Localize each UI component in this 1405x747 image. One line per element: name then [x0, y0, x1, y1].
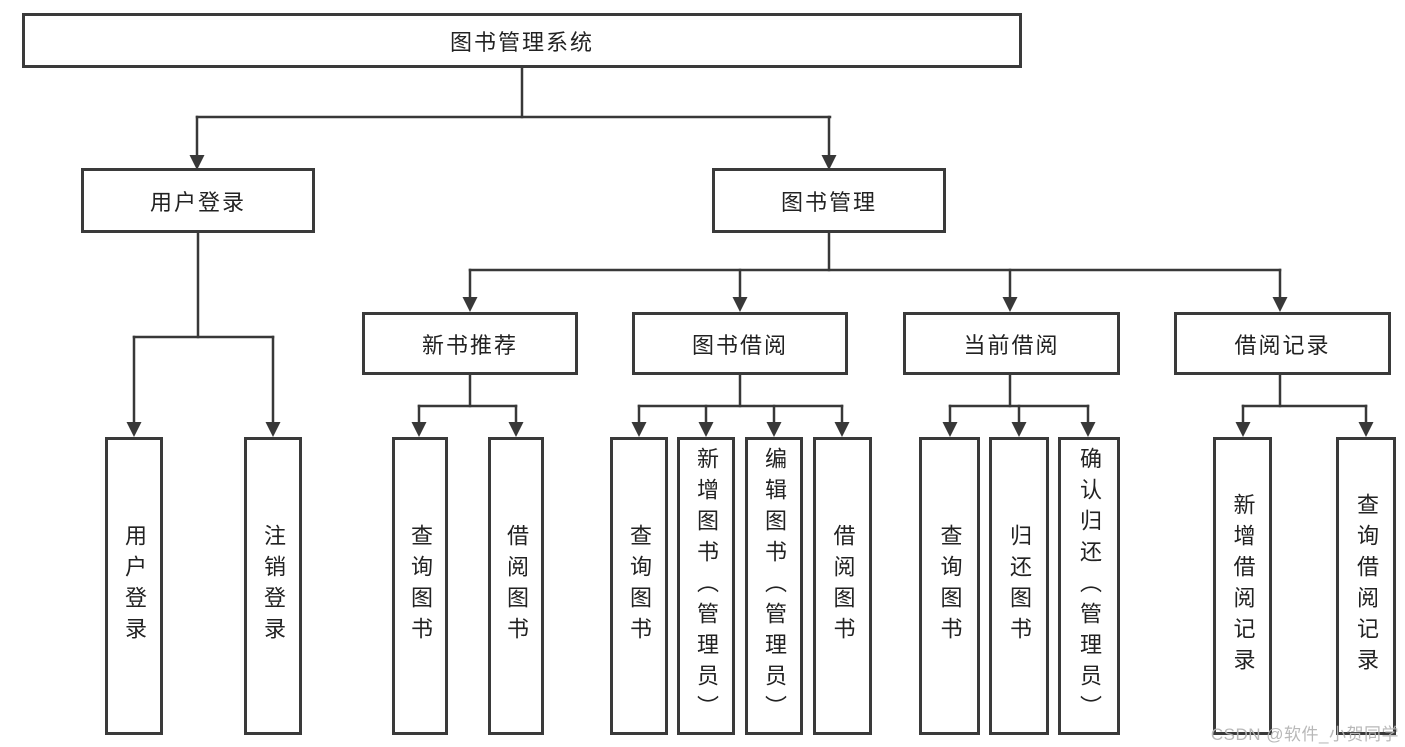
node-borrow-books-borrow: 借阅图书	[813, 437, 872, 735]
arrowhead	[942, 422, 958, 437]
connector-current-borrow-to-leaves	[942, 373, 1096, 437]
node-book-borrow: 图书借阅	[632, 312, 848, 375]
node-book-management: 图书管理	[712, 168, 946, 233]
node-borrow-records-label: 借阅记录	[1234, 332, 1331, 358]
node-current-borrow: 当前借阅	[903, 312, 1120, 375]
node-return-book: 归还图书	[989, 437, 1049, 735]
arrowhead	[189, 155, 205, 170]
node-query-borrow-record: 查询借阅记录	[1336, 437, 1396, 735]
csdn-watermark: CSDN @软件_小贺同学	[1210, 725, 1399, 744]
node-user-login-leaf: 用户登录	[105, 437, 163, 735]
arrowhead	[834, 422, 850, 437]
arrowhead	[126, 422, 142, 437]
arrowhead	[462, 297, 478, 312]
arrowhead	[631, 422, 647, 437]
arrowhead	[1011, 422, 1027, 437]
connector-book-management-to-sections	[462, 231, 1288, 312]
arrowhead	[821, 155, 837, 170]
connector-root-to-level2	[189, 66, 837, 170]
node-user-login-label: 用户登录	[149, 189, 246, 215]
arrowhead	[1272, 297, 1288, 312]
arrowhead	[1235, 422, 1251, 437]
arrowhead	[1358, 422, 1374, 437]
node-add-book-admin: 新增图书（管理员）	[677, 437, 735, 735]
node-query-books-recommend: 查询图书	[392, 437, 448, 735]
arrowhead	[1002, 297, 1018, 312]
arrowhead	[508, 422, 524, 437]
connector-new-book-recommend-to-leaves	[411, 373, 524, 437]
arrowhead	[411, 422, 427, 437]
arrowhead	[698, 422, 714, 437]
node-book-management-label: 图书管理	[780, 189, 877, 215]
arrowhead	[1080, 422, 1096, 437]
connector-book-borrow-to-leaves	[631, 373, 850, 437]
node-borrow-records: 借阅记录	[1174, 312, 1391, 375]
node-root: 图书管理系统	[22, 13, 1022, 68]
arrowhead	[766, 422, 782, 437]
node-book-borrow-label: 图书借阅	[691, 332, 788, 358]
node-current-borrow-label: 当前借阅	[963, 332, 1060, 358]
arrowhead	[732, 297, 748, 312]
node-confirm-return-admin: 确认归还（管理员）	[1058, 437, 1120, 735]
node-new-book-recommend-label: 新书推荐	[421, 332, 518, 358]
node-edit-book-admin: 编辑图书（管理员）	[745, 437, 803, 735]
node-new-book-recommend: 新书推荐	[362, 312, 578, 375]
node-add-borrow-record: 新增借阅记录	[1213, 437, 1272, 735]
connector-borrow-records-to-leaves	[1235, 373, 1374, 437]
node-query-books-current: 查询图书	[919, 437, 980, 735]
arrowhead	[265, 422, 281, 437]
node-root-label: 图书管理系统	[449, 29, 594, 55]
connector-user-login-to-leaves	[126, 231, 281, 437]
node-user-login: 用户登录	[81, 168, 315, 233]
node-query-books-borrow: 查询图书	[610, 437, 668, 735]
node-borrow-books-recommend: 借阅图书	[488, 437, 544, 735]
node-logout-leaf: 注销登录	[244, 437, 302, 735]
